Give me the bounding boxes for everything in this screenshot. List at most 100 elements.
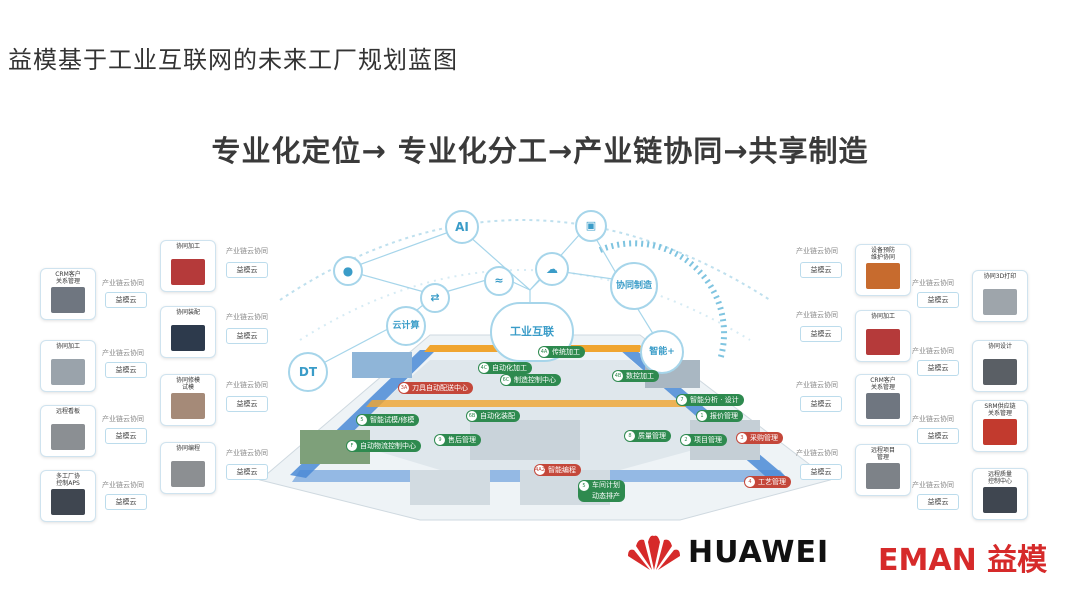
link-label: 产业链云协同 bbox=[796, 247, 838, 255]
link-label: 产业链云协同 bbox=[912, 415, 954, 423]
cloud-left-inner-1: 益模云 bbox=[226, 262, 268, 278]
card-collab-programming: 协同编程 bbox=[160, 442, 216, 494]
card-collab-machining-right: 协同加工 bbox=[855, 310, 911, 362]
laptop-icon: ▣ bbox=[575, 210, 607, 242]
cloud-right-outer-1: 益模云 bbox=[917, 292, 959, 308]
link-label: 产业链云协同 bbox=[102, 481, 144, 489]
tag-label: 项目管理 bbox=[694, 436, 722, 444]
link-label: 产业链云协同 bbox=[102, 415, 144, 423]
dt-bubble: DT bbox=[288, 352, 328, 392]
tag-label: 智能分析 · 设计 bbox=[690, 396, 739, 404]
cloud-right-outer-2: 益模云 bbox=[917, 360, 959, 376]
tag-number: 8 bbox=[625, 431, 635, 441]
design-desk-icon bbox=[983, 359, 1017, 385]
share-icon: ⇄ bbox=[420, 283, 450, 313]
card-equipment-maintenance: 设备预防 维护协同 bbox=[855, 244, 911, 296]
headline: 专业化定位→ 专业化分工→产业链协同→共享制造 bbox=[211, 134, 869, 168]
card-caption: SRM供应链 关系管理 bbox=[984, 403, 1016, 417]
card-collab-design: 协同设计 bbox=[972, 340, 1028, 392]
card-caption: 协同加工 bbox=[870, 313, 895, 320]
machine-tool-icon bbox=[866, 329, 900, 355]
tag-label: 报价管理 bbox=[710, 412, 738, 420]
cloud-left-outer-3: 益模云 bbox=[105, 428, 147, 444]
tag-label: 传统加工 bbox=[552, 348, 580, 356]
worker-icon bbox=[866, 263, 900, 289]
cloud-left-outer-1: 益模云 bbox=[105, 292, 147, 308]
tag-label: 自动化加工 bbox=[492, 364, 527, 372]
cloud-left-inner-4: 益模云 bbox=[226, 464, 268, 480]
cloud-left-outer-4: 益模云 bbox=[105, 494, 147, 510]
mold-block-icon bbox=[171, 325, 205, 351]
cloud-compute-label: 云计算 bbox=[392, 321, 420, 331]
link-label: 产业链云协同 bbox=[796, 381, 838, 389]
card-aps: 多工厂协 控制APS bbox=[40, 470, 96, 522]
tag-number: 4 bbox=[745, 477, 755, 487]
tag-label: 采购管理 bbox=[750, 434, 778, 442]
card-caption: 协同设计 bbox=[987, 343, 1012, 350]
tag-label: 自动物流控制中心 bbox=[360, 442, 416, 450]
tag-number: 5 bbox=[579, 481, 589, 491]
wifi-icon: ≈ bbox=[484, 266, 514, 296]
tag-number: 7 bbox=[677, 395, 687, 405]
link-label: 产业链云协同 bbox=[912, 347, 954, 355]
tag-number: 1 bbox=[697, 411, 707, 421]
cloud-right-outer-3: 益模云 bbox=[917, 428, 959, 444]
cloud-right-outer-4: 益模云 bbox=[917, 494, 959, 510]
tag-label: 车间计划 动态排产 bbox=[592, 481, 620, 500]
cloud-right-inner-4: 益模云 bbox=[800, 464, 842, 480]
crm-illustration-icon bbox=[51, 287, 85, 313]
machining-illustration-icon bbox=[51, 359, 85, 385]
tag-number: 4A2 bbox=[535, 465, 545, 475]
ai-bubble-label: AI bbox=[455, 220, 469, 234]
card-srm: SRM供应链 关系管理 bbox=[972, 400, 1028, 452]
tag-number: 3 bbox=[737, 433, 747, 443]
ai-bubble: AI bbox=[445, 210, 479, 244]
card-caption: 协同3D打印 bbox=[983, 273, 1017, 280]
tag-label: 智能编程 bbox=[548, 466, 576, 474]
link-label: 产业链云协同 bbox=[102, 349, 144, 357]
card-caption: CRM客户 关系管理 bbox=[870, 377, 896, 391]
smart-plus-bubble: 智能+ bbox=[640, 330, 684, 374]
card-collab-machining: 协同加工 bbox=[160, 240, 216, 292]
card-remote-quality: 远程质量 控制中心 bbox=[972, 468, 1028, 520]
truck-icon bbox=[983, 419, 1017, 445]
cloud-icon: ☁ bbox=[535, 252, 569, 286]
card-caption: 远程项目 管理 bbox=[870, 447, 895, 461]
cmm-machine-icon bbox=[983, 487, 1017, 513]
card-caption: 远程看板 bbox=[55, 408, 80, 415]
industrial-internet-label: 工业互联 bbox=[510, 325, 554, 338]
card-crm-left: CRM客户 关系管理 bbox=[40, 268, 96, 320]
card-caption: 远程质量 控制中心 bbox=[987, 471, 1012, 485]
dt-bubble-label: DT bbox=[298, 365, 318, 379]
monitor-illustration-icon bbox=[51, 489, 85, 515]
cloud-left-inner-2: 益模云 bbox=[226, 328, 268, 344]
card-crm-right: CRM客户 关系管理 bbox=[855, 374, 911, 426]
slide-title: 益模基于工业互联网的未来工厂规划蓝图 bbox=[8, 46, 458, 74]
cloud-right-inner-2: 益模云 bbox=[800, 326, 842, 342]
tag-label: 售后管理 bbox=[448, 436, 476, 444]
tag-number: 6C bbox=[501, 375, 511, 385]
collab-manufacture-label: 协同制造 bbox=[615, 281, 652, 291]
link-label: 产业链云协同 bbox=[912, 481, 954, 489]
tag-label: 刀具自动配送中心 bbox=[412, 384, 468, 392]
tag-number: 2 bbox=[681, 435, 691, 445]
huawei-wordmark: HUAWEI bbox=[688, 535, 830, 570]
tag-label: 制造控制中心 bbox=[514, 376, 556, 384]
tag-number: 6B bbox=[467, 411, 477, 421]
tag-label: 工艺管理 bbox=[758, 478, 786, 486]
huawei-logo-icon bbox=[628, 535, 680, 570]
tag-number: 4B bbox=[613, 371, 623, 381]
board-illustration-icon bbox=[51, 424, 85, 450]
